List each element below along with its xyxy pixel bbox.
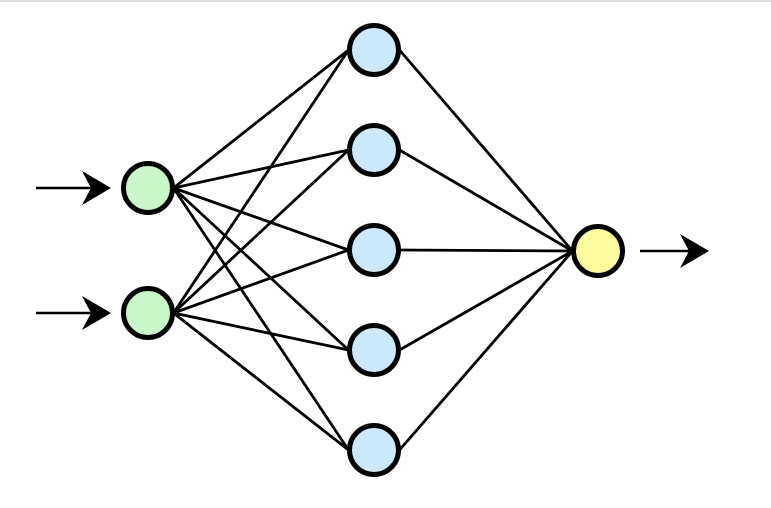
edge-i1-h2	[172, 148, 350, 190]
input-arrow-2-head-icon	[82, 296, 111, 330]
edge-h4-o1	[398, 249, 574, 352]
edge-i2-h3	[172, 248, 350, 315]
edge-h1-o1	[398, 48, 574, 253]
edge-i1-h3	[172, 186, 350, 252]
edge-i1-h4	[172, 186, 350, 352]
output-node-o1	[571, 224, 625, 278]
edge-i2-h1	[172, 48, 350, 315]
edge-i2-h2	[172, 148, 350, 315]
hidden-node-h3	[347, 223, 401, 277]
edge-i1-h5	[172, 186, 350, 452]
input-node-i1	[121, 161, 175, 215]
input-arrow-1-head-icon	[82, 171, 111, 205]
edge-h2-o1	[398, 148, 574, 253]
hidden-node-h2	[347, 123, 401, 177]
edge-i1-h1	[172, 48, 350, 190]
input-node-i2	[121, 286, 175, 340]
output-arrow-head-icon	[680, 234, 709, 268]
edge-h5-o1	[398, 249, 574, 452]
edge-h3-o1	[398, 248, 574, 253]
hidden-node-h5	[347, 423, 401, 477]
edge-i2-h4	[172, 311, 350, 352]
edge-i2-h5	[172, 311, 350, 452]
window-top-border	[0, 0, 771, 2]
hidden-node-h4	[347, 323, 401, 377]
hidden-node-h1	[347, 23, 401, 77]
